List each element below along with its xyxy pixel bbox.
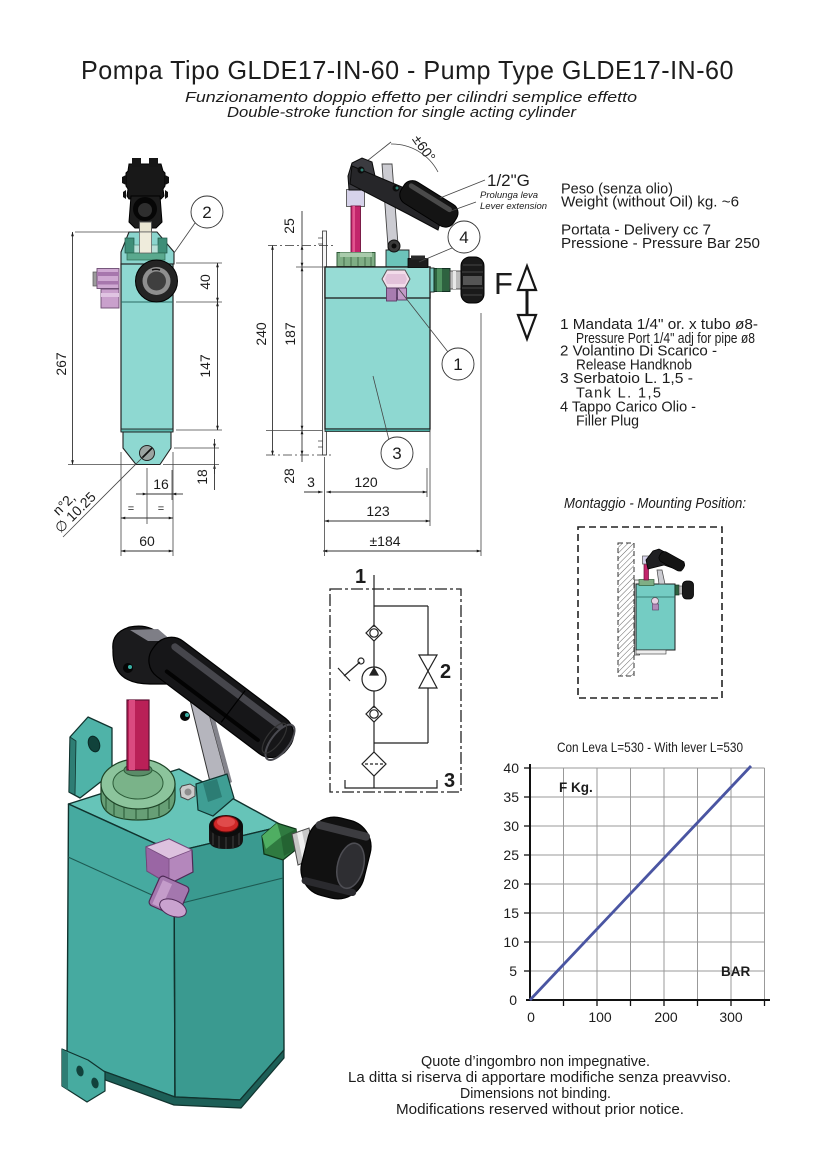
svg-text:3 Serbatoio L. 1,5 -: 3 Serbatoio L. 1,5 - [560, 371, 693, 387]
svg-text:0: 0 [527, 1009, 535, 1025]
svg-text:F Kg.: F Kg. [559, 780, 593, 795]
svg-text:20: 20 [503, 876, 519, 892]
svg-text:2 Volantino Di Scarico -: 2 Volantino Di Scarico - [560, 344, 717, 360]
svg-text:147: 147 [197, 354, 213, 378]
svg-text:15: 15 [503, 905, 519, 921]
svg-text:Pompa Tipo GLDE17-IN-60 - Pump: Pompa Tipo GLDE17-IN-60 - Pump Type GLDE… [81, 55, 734, 85]
svg-text:267: 267 [53, 352, 69, 376]
svg-text:18: 18 [194, 469, 210, 485]
svg-text:1 Mandata 1/4" or. x tubo ø8-: 1 Mandata 1/4" or. x tubo ø8- [560, 317, 758, 333]
svg-text:4: 4 [459, 228, 468, 247]
svg-text:Double-stroke function for sin: Double-stroke function for single acting… [227, 104, 577, 121]
svg-text:±184: ±184 [369, 533, 400, 549]
svg-text:187: 187 [282, 322, 298, 346]
svg-text:Lever extension: Lever extension [480, 201, 547, 212]
svg-text:±60°: ±60° [409, 132, 439, 165]
svg-text:4 Tappo Carico Olio -: 4 Tappo Carico Olio - [560, 400, 696, 416]
svg-text:25: 25 [281, 218, 297, 234]
svg-text:16: 16 [153, 476, 169, 492]
svg-text:30: 30 [503, 818, 519, 834]
svg-text:60: 60 [139, 533, 155, 549]
svg-text:Pressure Port 1/4" adj for pip: Pressure Port 1/4" adj for pipe ø8 [576, 331, 755, 347]
svg-text:Release Handknob: Release Handknob [576, 358, 692, 374]
svg-text:300: 300 [719, 1009, 743, 1025]
svg-text:10: 10 [503, 934, 519, 950]
svg-text:3: 3 [392, 444, 401, 463]
svg-text:1/2"G: 1/2"G [487, 171, 530, 190]
svg-text:35: 35 [503, 789, 519, 805]
svg-text:240: 240 [253, 322, 269, 346]
svg-text:Filler Plug: Filler Plug [576, 414, 639, 430]
svg-text:120: 120 [354, 474, 378, 490]
svg-text:Prolunga leva: Prolunga leva [480, 190, 538, 201]
svg-text:Pressione - Pressure Bar 250: Pressione - Pressure Bar 250 [561, 235, 760, 252]
svg-text:Modifications reserved without: Modifications reserved without prior not… [396, 1102, 684, 1118]
svg-text:1: 1 [453, 355, 462, 374]
svg-text:123: 123 [366, 503, 390, 519]
svg-text:F: F [494, 266, 513, 301]
svg-text:40: 40 [197, 274, 213, 290]
svg-text:5: 5 [509, 963, 517, 979]
svg-text:0: 0 [509, 992, 517, 1008]
svg-text:Funzionamento doppio effetto p: Funzionamento doppio effetto per cilindr… [185, 89, 637, 106]
svg-text:28: 28 [281, 468, 297, 484]
svg-text:Con Leva L=530 - With lever L=: Con Leva L=530 - With lever L=530 [557, 739, 743, 755]
svg-text:3: 3 [444, 770, 455, 792]
svg-text:=: = [128, 503, 134, 515]
svg-text:Weight (without Oil) kg. ~6: Weight (without Oil) kg. ~6 [561, 194, 739, 211]
svg-text:Portata - Delivery cc 7: Portata - Delivery cc 7 [561, 222, 711, 239]
svg-text:Montaggio - Mounting Position:: Montaggio - Mounting Position: [564, 495, 746, 512]
svg-text:=: = [158, 503, 164, 515]
svg-text:La ditta si riserva di apporta: La ditta si riserva di apportare modific… [348, 1070, 731, 1086]
svg-text:200: 200 [654, 1009, 678, 1025]
svg-text:Dimensions not binding.: Dimensions not binding. [460, 1086, 611, 1102]
svg-text:3: 3 [307, 474, 315, 490]
svg-text:2: 2 [440, 661, 451, 683]
svg-text:1: 1 [355, 566, 366, 588]
svg-text:2: 2 [202, 203, 211, 222]
svg-text:Peso (senza olio): Peso (senza olio) [561, 181, 673, 198]
svg-text:100: 100 [588, 1009, 612, 1025]
svg-text:25: 25 [503, 847, 519, 863]
svg-text:BAR: BAR [721, 964, 750, 979]
svg-text:Tank L. 1,5: Tank L. 1,5 [576, 386, 661, 402]
svg-text:40: 40 [503, 760, 519, 776]
svg-text:Quote d’ingombro non impegnati: Quote d’ingombro non impegnative. [421, 1054, 650, 1070]
